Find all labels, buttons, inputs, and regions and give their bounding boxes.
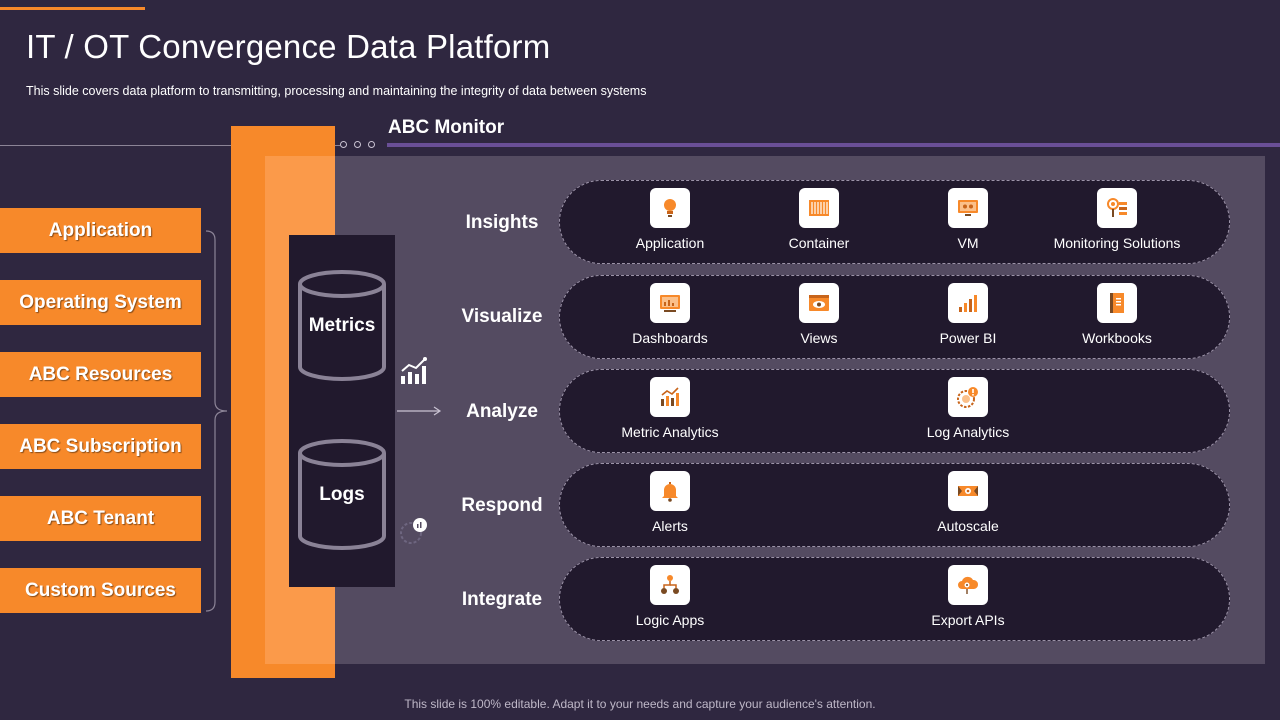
analyze-log-analytics[interactable]: Log Analytics [893, 377, 1043, 440]
insight-application[interactable]: Application [595, 188, 745, 251]
logs-label: Logs [319, 484, 365, 505]
footer-note: This slide is 100% editable. Adapt it to… [404, 697, 876, 711]
visualize-power-bi[interactable]: Power BI [893, 283, 1043, 346]
respond-autoscale[interactable]: Autoscale [893, 471, 1043, 534]
analytics-icon [650, 377, 690, 417]
lightbulb-icon [650, 188, 690, 228]
page-subtitle: This slide covers data platform to trans… [26, 84, 647, 98]
item-label: Power BI [939, 330, 997, 346]
insight-monitoring-solutions[interactable]: Monitoring Solutions [1042, 188, 1192, 251]
stage-integrate: Integrate [461, 589, 543, 610]
container-icon [799, 188, 839, 228]
respond-alerts[interactable]: Alerts [595, 471, 745, 534]
item-label: Metric Analytics [621, 424, 719, 440]
metrics-label: Metrics [308, 315, 376, 336]
monitor-line [387, 143, 1280, 147]
analyze-metric-analytics[interactable]: Metric Analytics [595, 377, 745, 440]
integrate-export-apis[interactable]: Export APIs [893, 565, 1043, 628]
connector-dot [368, 141, 375, 148]
eye-icon [799, 283, 839, 323]
source-abc-tenant[interactable]: ABC Tenant [0, 496, 201, 541]
item-label: Container [788, 235, 850, 251]
log-brain-icon [400, 518, 427, 544]
dashboard-icon [650, 283, 690, 323]
database-cylinders [298, 270, 386, 550]
monitor-title: ABC Monitor [388, 117, 505, 138]
log-analytics-icon [948, 377, 988, 417]
autoscale-icon [948, 471, 988, 511]
item-label: Alerts [652, 518, 688, 534]
item-label: Logic Apps [635, 612, 705, 628]
item-label: Export APIs [931, 612, 1005, 628]
item-label: Log Analytics [926, 424, 1010, 440]
top-accent-bar [0, 7, 145, 10]
page-title: IT / OT Convergence Data Platform [26, 28, 551, 65]
stage-analyze: Analyze [466, 401, 538, 422]
item-label: Autoscale [937, 518, 999, 534]
stage-visualize: Visualize [461, 306, 543, 327]
item-label: Dashboards [632, 330, 708, 346]
monitoring-icon [1097, 188, 1137, 228]
item-label: VM [957, 235, 979, 251]
item-label: Application [635, 235, 705, 251]
integrate-logic-apps[interactable]: Logic Apps [595, 565, 745, 628]
insight-container[interactable]: Container [744, 188, 894, 251]
source-operating-system[interactable]: Operating System [0, 280, 201, 325]
visualize-views[interactable]: Views [744, 283, 894, 346]
source-abc-resources[interactable]: ABC Resources [0, 352, 201, 397]
item-label: Views [800, 330, 838, 346]
source-application[interactable]: Application [0, 208, 201, 253]
visualize-workbooks[interactable]: Workbooks [1042, 283, 1192, 346]
analytics-chart-icon [401, 357, 427, 384]
item-label: Monitoring Solutions [1053, 235, 1181, 251]
item-label: Workbooks [1082, 330, 1152, 346]
bell-icon [650, 471, 690, 511]
storage-column [289, 235, 395, 587]
stage-insights: Insights [465, 212, 539, 233]
stage-respond: Respond [461, 495, 543, 516]
flow-arrow [397, 406, 442, 416]
vm-icon [948, 188, 988, 228]
insight-vm[interactable]: VM [893, 188, 1043, 251]
bar-chart-icon [948, 283, 988, 323]
divider-line [0, 145, 340, 146]
connector-dot [340, 141, 347, 148]
source-brace [205, 230, 228, 612]
connector-dot [354, 141, 361, 148]
logic-apps-icon [650, 565, 690, 605]
source-abc-subscription[interactable]: ABC Subscription [0, 424, 201, 469]
source-custom-sources[interactable]: Custom Sources [0, 568, 201, 613]
visualize-dashboards[interactable]: Dashboards [595, 283, 745, 346]
workbook-icon [1097, 283, 1137, 323]
cloud-export-icon [948, 565, 988, 605]
